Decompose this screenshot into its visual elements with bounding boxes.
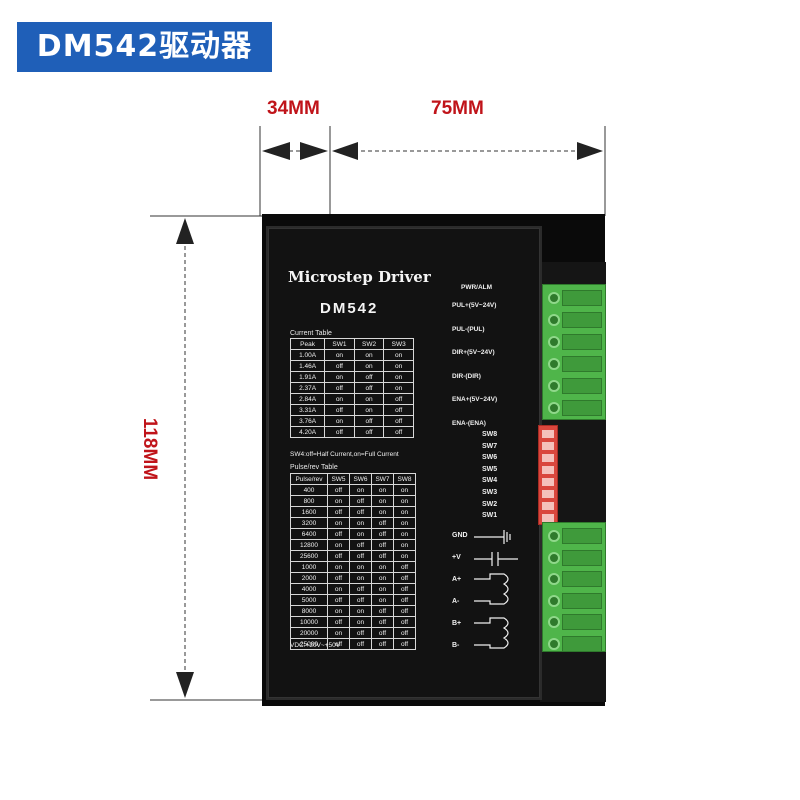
power-pin-label: B+ bbox=[452, 620, 462, 627]
dip-switch-toggle[interactable] bbox=[542, 478, 554, 486]
dip-switch-toggle[interactable] bbox=[542, 502, 554, 510]
terminal-screw-icon[interactable] bbox=[548, 314, 560, 326]
table-cell: off bbox=[383, 426, 414, 438]
switch-label: SW8 bbox=[482, 431, 498, 438]
dip-switch-toggle[interactable] bbox=[542, 430, 554, 438]
terminal-slot bbox=[562, 290, 602, 306]
signal-pin-label: DIR-(DIR) bbox=[452, 372, 481, 380]
table-cell: off bbox=[392, 561, 417, 573]
terminal-slot bbox=[562, 549, 602, 566]
signal-pin-label: PUL+(5V~24V) bbox=[452, 302, 497, 309]
dip-switch-toggle[interactable] bbox=[542, 454, 554, 462]
dip-switch-toggle[interactable] bbox=[542, 514, 554, 522]
table-cell: off bbox=[370, 638, 394, 650]
terminal-slot bbox=[562, 592, 602, 609]
terminal-slot bbox=[562, 571, 602, 587]
switch-label: SW1 bbox=[482, 512, 498, 520]
terminal-screw-icon[interactable] bbox=[548, 551, 560, 564]
model-label: DM542 bbox=[320, 300, 379, 317]
brand-label: Microstep Driver bbox=[288, 268, 431, 286]
dip-switch-block[interactable] bbox=[538, 425, 558, 525]
terminal-slot bbox=[562, 356, 602, 372]
power-pin-label: GND bbox=[452, 532, 468, 539]
terminal-slot bbox=[562, 614, 602, 630]
switch-label: SW7 bbox=[482, 442, 498, 450]
switch-label: SW5 bbox=[482, 465, 498, 473]
terminal-slot bbox=[562, 334, 602, 350]
dimension-width-label: 75MM bbox=[431, 98, 484, 119]
terminal-screw-icon[interactable] bbox=[548, 637, 560, 650]
dimension-depth-label: 34MM bbox=[267, 98, 320, 119]
signal-pin-label: DIR+(5V~24V) bbox=[452, 349, 495, 356]
terminal-slot bbox=[562, 400, 602, 416]
terminal-screw-icon[interactable] bbox=[548, 380, 560, 392]
pulse-table-caption: Pulse/rev Table bbox=[290, 464, 338, 471]
power-pin-label: A+ bbox=[452, 576, 462, 583]
signal-pin-label: ENA+(5V~24V) bbox=[452, 396, 498, 403]
driver-front-panel: Microstep Driver DM542 Current Table Pea… bbox=[266, 226, 542, 700]
signal-terminal-block bbox=[542, 284, 606, 420]
dip-switch-toggle[interactable] bbox=[542, 490, 554, 498]
signal-pin-label: PUL-(PUL) bbox=[452, 325, 485, 333]
wiring-symbols bbox=[474, 530, 518, 649]
table-cell: 1.00A bbox=[289, 349, 326, 361]
current-table-caption: Current Table bbox=[290, 330, 332, 337]
terminal-screw-icon[interactable] bbox=[548, 292, 560, 304]
terminal-screw-icon[interactable] bbox=[548, 530, 560, 542]
table-cell: 4.20A bbox=[289, 426, 326, 438]
terminal-slot bbox=[562, 528, 602, 544]
terminal-slot bbox=[562, 635, 602, 652]
power-pin-label: +V bbox=[452, 554, 461, 561]
vdc-label: VDC:+20V~+50V bbox=[290, 642, 341, 649]
terminal-screw-icon[interactable] bbox=[548, 594, 560, 607]
table-cell: off bbox=[324, 426, 355, 438]
terminal-screw-icon[interactable] bbox=[548, 358, 560, 370]
table-cell: off bbox=[392, 638, 417, 650]
power-pin-label: B- bbox=[452, 642, 460, 649]
terminal-screw-icon[interactable] bbox=[548, 336, 560, 348]
table-cell: on bbox=[383, 360, 414, 372]
power-pin-label: A- bbox=[452, 598, 460, 605]
terminal-slot bbox=[562, 312, 602, 328]
switch-label: SW6 bbox=[482, 454, 498, 462]
terminal-screw-icon[interactable] bbox=[548, 402, 560, 414]
table-header-cell: Peak bbox=[289, 338, 326, 350]
signal-pin-label: ENA-(ENA) bbox=[452, 419, 486, 427]
pwr-alm-label: PWR/ALM bbox=[461, 284, 493, 291]
terminal-screw-icon[interactable] bbox=[548, 573, 560, 585]
dimension-height-label: 118MM bbox=[139, 417, 161, 481]
dip-switch-toggle[interactable] bbox=[542, 466, 554, 474]
terminal-slot bbox=[562, 378, 602, 394]
dip-switch-toggle[interactable] bbox=[542, 442, 554, 450]
sw4-note: SW4:off=Half Current,on=Full Current bbox=[290, 451, 399, 458]
table-cell: 25000 bbox=[290, 638, 328, 650]
switch-label: SW3 bbox=[482, 489, 498, 496]
table-cell: on bbox=[383, 382, 414, 394]
switch-label: SW2 bbox=[482, 500, 498, 508]
switch-label: SW4 bbox=[482, 477, 498, 485]
terminal-screw-icon[interactable] bbox=[548, 616, 560, 628]
title-banner: DM542驱动器 bbox=[17, 22, 272, 72]
